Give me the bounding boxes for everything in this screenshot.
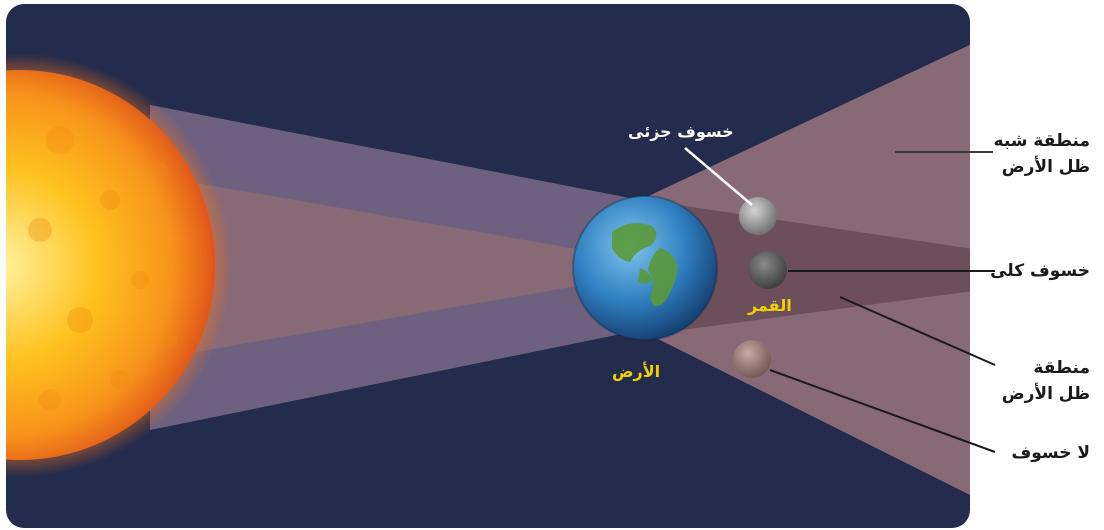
penumbra-zone-label: منطقة شبه ظل الأرض: [994, 128, 1090, 180]
umbra-zone-label-line2: ظل الأرض: [1001, 384, 1090, 404]
umbra-zone-label-line1: منطقة: [1033, 358, 1090, 378]
leader-no-eclipse: [769, 369, 996, 453]
earth: [573, 196, 717, 340]
leader-partial-eclipse: [684, 147, 753, 206]
partial-eclipse-label: خسوف جزئى: [628, 122, 734, 141]
penumbra-zone-label-line1: منطقة شبه: [993, 131, 1090, 151]
umbra-zone-label: منطقة ظل الأرض: [1002, 355, 1090, 407]
sun: [6, 70, 215, 460]
light-ray-upper: [150, 105, 640, 260]
moon-total-eclipse: [749, 251, 787, 289]
light-ray-lower: [150, 275, 640, 430]
leader-umbra: [839, 296, 996, 366]
no-eclipse-label: لا خسوف: [1011, 443, 1090, 463]
umbra-region: [645, 200, 970, 335]
moon-label: القمر: [748, 296, 792, 315]
earth-continents: [612, 223, 678, 307]
moon-no-eclipse: [733, 340, 771, 378]
total-eclipse-label: خسوف كلى: [990, 261, 1090, 281]
penumbra-zone-label-line2: ظل الأرض: [1001, 157, 1090, 177]
sun-texture: [28, 126, 178, 411]
moon-partial-eclipse: [739, 197, 777, 235]
earth-label: الأرض: [612, 362, 661, 381]
